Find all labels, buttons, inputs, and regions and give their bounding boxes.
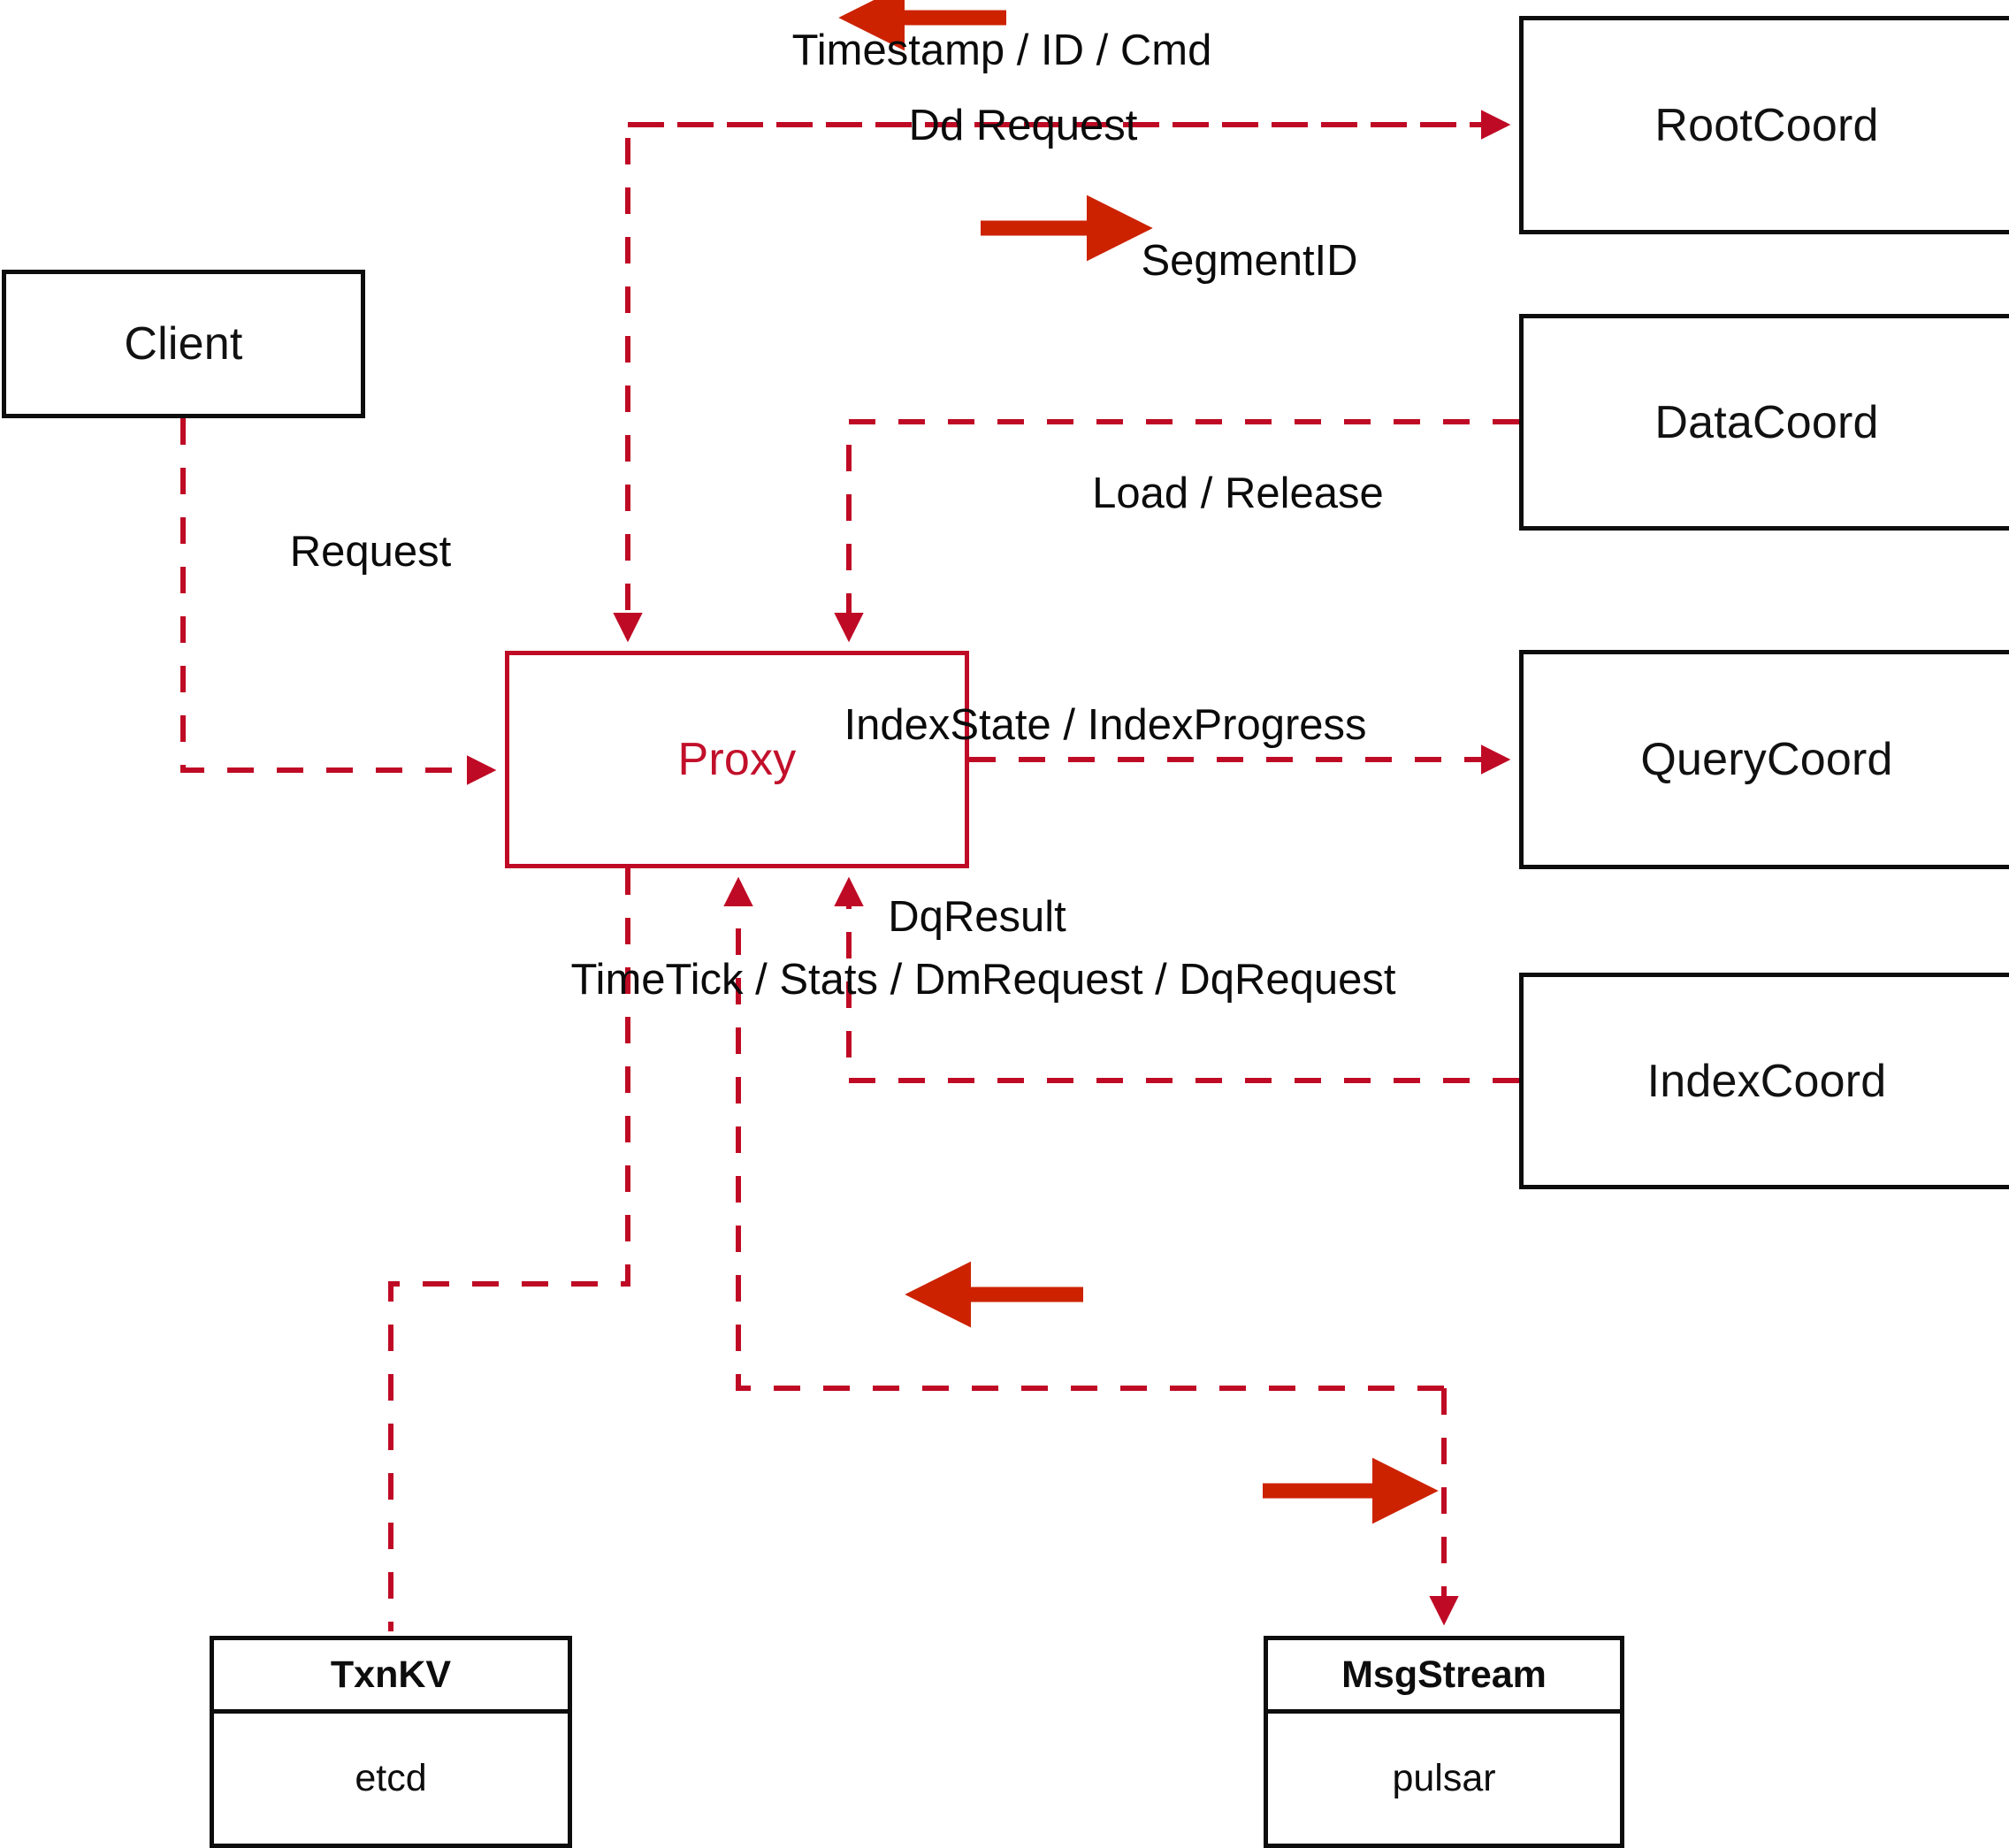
node-rootcoord-label: RootCoord (1654, 99, 1879, 151)
edge-label-indexstate-indexprogress: IndexState / IndexProgress (844, 701, 1367, 749)
node-querycoord[interactable]: QueryCoord (1519, 650, 2009, 869)
node-msgstream-impl: pulsar (1392, 1757, 1496, 1799)
node-datacoord[interactable]: DataCoord (1519, 314, 2009, 531)
edge-label-segmentid: SegmentID (1141, 237, 1358, 285)
node-datacoord-label: DataCoord (1654, 396, 1879, 448)
node-indexcoord[interactable]: IndexCoord (1519, 973, 2009, 1189)
node-txnkv[interactable]: TxnKV etcd (210, 1636, 572, 1848)
node-client-label: Client (124, 318, 243, 370)
node-client[interactable]: Client (2, 270, 365, 418)
node-rootcoord[interactable]: RootCoord (1519, 16, 2009, 234)
edge-label-request: Request (289, 528, 452, 576)
node-querycoord-label: QueryCoord (1640, 734, 1893, 785)
node-msgstream[interactable]: MsgStream pulsar (1264, 1636, 1624, 1848)
edge-label-dqresult: DqResult (888, 893, 1066, 941)
edge-label-dd-request: Dd Request (908, 102, 1138, 149)
node-indexcoord-label: IndexCoord (1646, 1055, 1887, 1107)
node-proxy[interactable]: Proxy (505, 651, 969, 868)
node-txnkv-title: TxnKV (214, 1640, 568, 1714)
edge-label-timestamp-id-cmd: Timestamp / ID / Cmd (791, 27, 1212, 74)
node-txnkv-impl: etcd (355, 1757, 427, 1799)
node-msgstream-title: MsgStream (1268, 1640, 1620, 1714)
node-proxy-label: Proxy (677, 734, 797, 785)
edge-label-load-release: Load / Release (1092, 470, 1384, 517)
edge-label-timetick-stats-dmrequest-dqrequest: TimeTick / Stats / DmRequest / DqRequest (570, 956, 1396, 1004)
